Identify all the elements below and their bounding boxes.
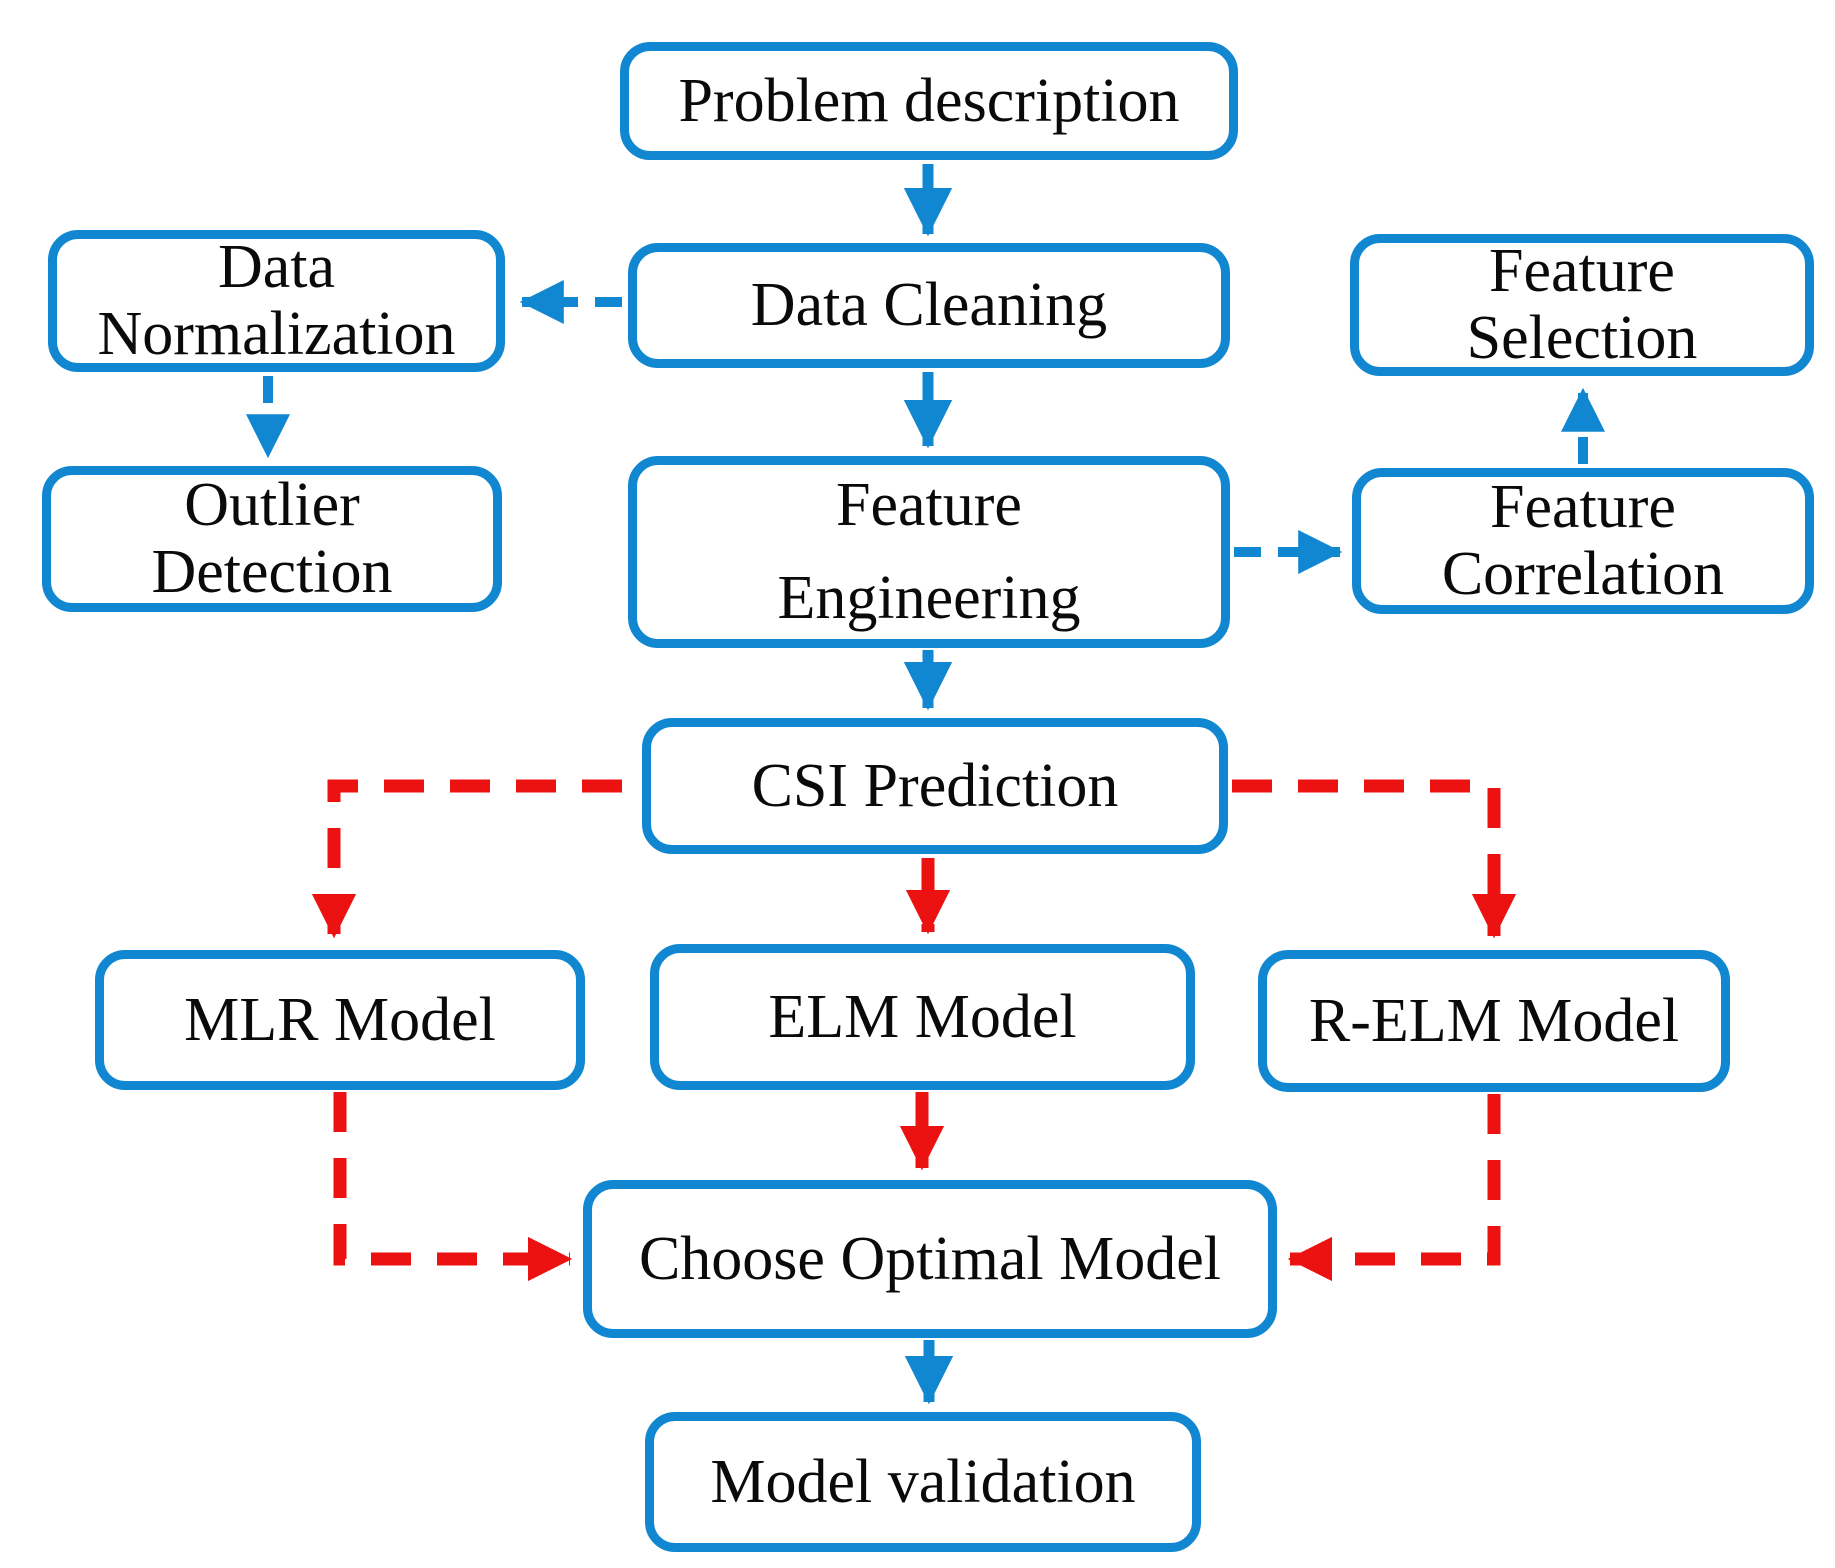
node-relm-model-label: R-ELM Model xyxy=(1308,986,1680,1055)
edge-csi-to-relm xyxy=(1232,779,1517,939)
edge-csi-to-mlr xyxy=(311,779,622,939)
node-mlr-model-label: MLR Model xyxy=(184,985,496,1054)
node-model-validation: Model validation xyxy=(645,1412,1201,1552)
node-data-cleaning: Data Cleaning xyxy=(628,243,1230,368)
node-problem-description: Problem description xyxy=(620,42,1238,160)
node-outlier-detection-line2: Detection xyxy=(151,538,393,606)
node-model-validation-label: Model validation xyxy=(710,1447,1136,1516)
node-relm-model: R-ELM Model xyxy=(1258,950,1730,1092)
node-elm-model: ELM Model xyxy=(650,944,1195,1090)
node-outlier-detection-line1: Outlier xyxy=(184,471,360,540)
node-feature-selection: Feature Selection xyxy=(1350,234,1814,376)
edge-relm-to-choose xyxy=(1287,1094,1501,1282)
node-feature-correlation-line1: Feature xyxy=(1490,473,1676,542)
node-data-normalization-line1: Data xyxy=(217,233,336,302)
node-data-normalization: Data Normalization xyxy=(48,230,505,372)
node-elm-model-label: ELM Model xyxy=(768,982,1077,1051)
node-outlier-detection: Outlier Detection xyxy=(42,466,502,612)
node-feature-engineering: Feature Engineering xyxy=(628,456,1230,648)
node-choose-optimal-model-label: Choose Optimal Model xyxy=(638,1224,1222,1293)
node-csi-prediction: CSI Prediction xyxy=(642,718,1228,854)
node-feature-correlation-line2: Correlation xyxy=(1441,540,1725,608)
node-feature-selection-line1: Feature xyxy=(1489,237,1675,306)
node-problem-description-label: Problem description xyxy=(678,66,1180,135)
node-feature-selection-line2: Selection xyxy=(1466,304,1698,372)
node-choose-optimal-model: Choose Optimal Model xyxy=(583,1180,1277,1338)
node-data-normalization-line2: Normalization xyxy=(97,300,456,368)
node-mlr-model: MLR Model xyxy=(95,950,585,1090)
node-feature-correlation: Feature Correlation xyxy=(1352,468,1814,614)
edge-mlr-to-choose xyxy=(333,1092,573,1282)
node-csi-prediction-label: CSI Prediction xyxy=(751,751,1119,820)
node-data-cleaning-label: Data Cleaning xyxy=(750,271,1108,340)
node-feature-engineering-line1: Feature xyxy=(836,471,1022,539)
node-feature-engineering-line2: Engineering xyxy=(777,564,1081,632)
